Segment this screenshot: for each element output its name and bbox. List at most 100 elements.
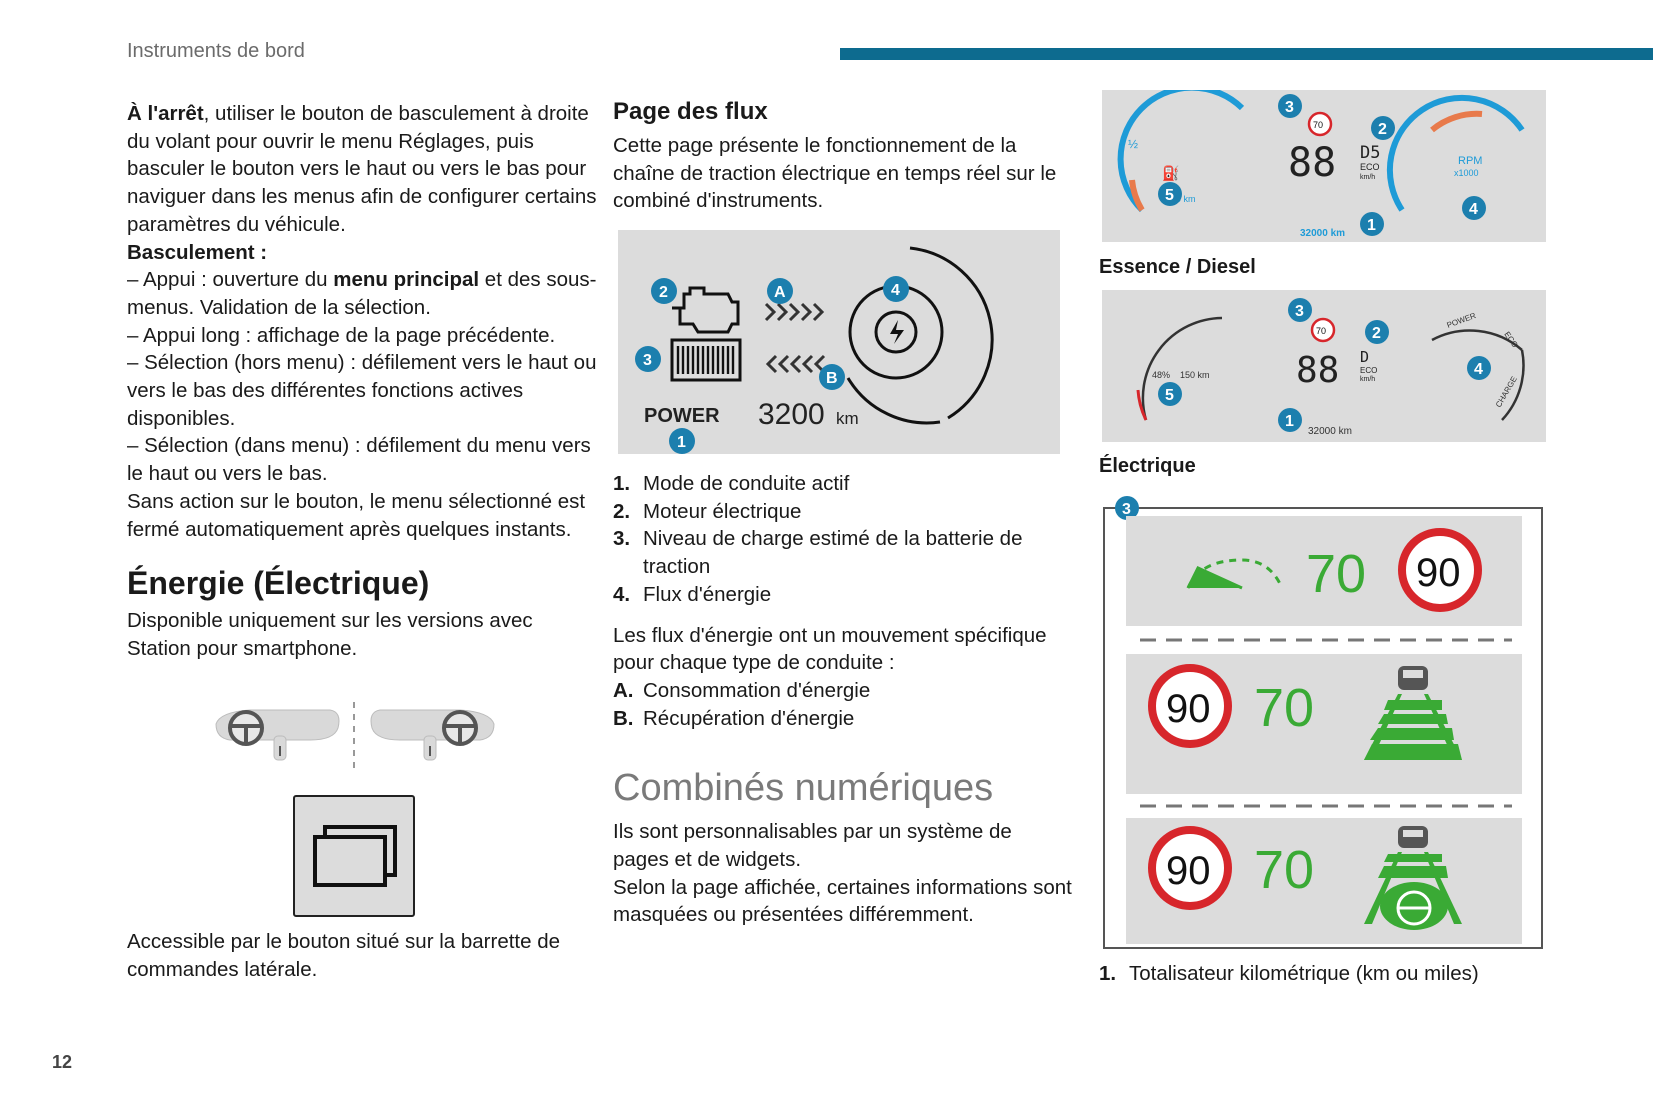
svg-text:70: 70 [1313,120,1323,130]
lane-icon [1364,852,1462,924]
badge-A: A [767,278,793,304]
svg-text:5: 5 [1165,387,1174,404]
eco-label: ECO [1360,162,1380,172]
badge-3: 3 [1278,94,1302,118]
badge-3: 3 [1288,298,1312,322]
badge-1: 1 [669,428,695,454]
speed-limit-sign: 90 [1166,849,1211,893]
list-item-appui-long: – Appui long : affichage de la page préc… [127,323,556,347]
range-readout: 150 km [1180,370,1210,380]
power-label: POWER [644,405,720,427]
list-item: A.Consommation d'énergie [613,678,871,702]
badge-5: 5 [1158,382,1182,406]
badge-B: B [819,364,845,390]
windows-button[interactable] [293,795,415,917]
column-2-lower: 1.Mode de conduite actif 2.Moteur électr… [613,470,1073,929]
car-icon [1398,666,1428,690]
column-1: À l'arrêt, utiliser le bouton de bascule… [127,100,597,663]
speed-limit-sign: 70 [1310,317,1336,343]
speed-panel-1: 70 90 [1126,516,1522,626]
windows-icon [313,825,397,887]
speed-digits: 88 [1288,140,1336,186]
intro-text: , utiliser le bouton de basculement à dr… [127,102,597,236]
intro-paragraph: À l'arrêt, utiliser le bouton de bascule… [127,100,597,239]
speed-limit-sign: 70 [1307,111,1333,137]
current-speed: 70 [1306,544,1366,604]
engine-icon [672,286,740,334]
energy-flow-diagram: POWER 3200 km 2 3 1 A B 4 [618,230,1060,454]
svg-text:2: 2 [1372,325,1381,342]
svg-text:5: 5 [1165,187,1174,204]
car-icon [1398,826,1428,848]
flux-legend-list: 1.Mode de conduite actif 2.Moteur électr… [613,470,1073,609]
svg-text:3: 3 [1122,501,1131,518]
badge-4: 4 [1467,356,1491,380]
cluster-electrique: 48% 150 km 70 88 D ECO km/h POWER ECO CH… [1102,290,1546,442]
steering-controls-illustration [215,702,495,768]
badge-2: 2 [651,278,677,304]
combines-heading: Combinés numériques [613,767,994,810]
cluster-legend-list: 1.Totalisateur kilométrique (km ou miles… [1099,960,1569,988]
svg-text:70: 70 [1316,326,1326,336]
fuel-half-label: ½ [1128,137,1138,151]
list-item-appui: – Appui : ouverture du menu principal et… [127,268,597,319]
flux-paragraph: Cette page présente le fonctionnement de… [613,134,1057,213]
speed-panel-3: 90 70 [1126,818,1522,944]
badge-3: 3 [635,346,661,372]
left-control-stalk [215,709,340,761]
right-control-stalk [370,709,495,761]
svg-text:3: 3 [1295,303,1304,320]
basculement-heading: Basculement : [127,240,268,264]
svg-text:2: 2 [1378,121,1387,138]
svg-text:A: A [774,284,786,301]
list-item: 2.Moteur électrique [613,499,802,523]
gear-indicator: D [1360,348,1369,366]
current-speed: 70 [1254,678,1314,738]
badge-2: 2 [1371,116,1395,140]
speed-panel-2: 90 70 [1126,654,1522,794]
energy-gauge [846,246,994,425]
list-item-selection-hors-menu: – Sélection (hors menu) : défilement ver… [127,351,597,430]
badge-4: 4 [1462,196,1486,220]
closing-paragraph: Sans action sur le bouton, le menu sélec… [127,489,586,541]
energy-paragraph: Disponible uniquement sur les versions a… [127,609,533,660]
battery-icon [670,338,742,382]
svg-text:1: 1 [677,434,686,451]
speed-assist-panels: 3 70 90 90 70 90 70 [1103,496,1543,949]
svg-text:B: B [826,370,838,387]
consumption-arrows [764,302,825,322]
svg-text:2: 2 [659,284,668,301]
intro-bold: À l'arrêt [127,102,204,125]
speed-unit: km/h [1360,376,1375,383]
badge-4: 4 [883,276,909,302]
range-value: 3200 [758,398,825,431]
recovery-arrows [765,354,826,374]
badge-3: 3 [1115,496,1139,520]
cluster-essence-diesel: ½ ⛽ 320 km 70 88 D5 ECO km/h RPM x1000 3… [1102,90,1546,242]
badge-1: 1 [1278,408,1302,432]
svg-text:3: 3 [643,352,652,369]
list-item: 4.Flux d'énergie [613,582,772,606]
list-item: 3.Niveau de charge estimé de la batterie… [613,527,1023,579]
svg-text:4: 4 [891,282,900,299]
column-3-lower: 1.Totalisateur kilométrique (km ou miles… [1099,960,1569,988]
odometer: 32000 km [1300,228,1345,239]
list-item-selection-menu: – Sélection (dans menu) : défilement du … [127,434,591,486]
energy-heading: Énergie (Électrique) [127,565,430,602]
lane-icon [1364,694,1462,760]
badge-5: 5 [1158,182,1182,206]
caption-electrique: Électrique [1099,455,1196,477]
flows-list: A.Consommation d'énergie B.Récupération … [613,677,1073,732]
rpm-label: RPM [1458,155,1482,167]
flows-intro: Les flux d'énergie ont un mouvement spéc… [613,623,1047,675]
fuel-icon: ⛽ [1162,165,1179,182]
page-number: 12 [52,1052,73,1072]
combines-paragraph-1: Ils sont personnalisables par un système… [613,820,1012,872]
combines-paragraph-2: Selon la page affichée, certaines inform… [613,875,1072,927]
speed-unit: km/h [1360,174,1375,181]
caption-essence-diesel: Essence / Diesel [1099,256,1256,278]
gear-indicator: D5 [1360,143,1380,163]
header-title: Instruments de bord [127,40,305,62]
badge-1: 1 [1360,212,1384,236]
list-item: 1.Totalisateur kilométrique (km ou miles… [1099,962,1479,985]
